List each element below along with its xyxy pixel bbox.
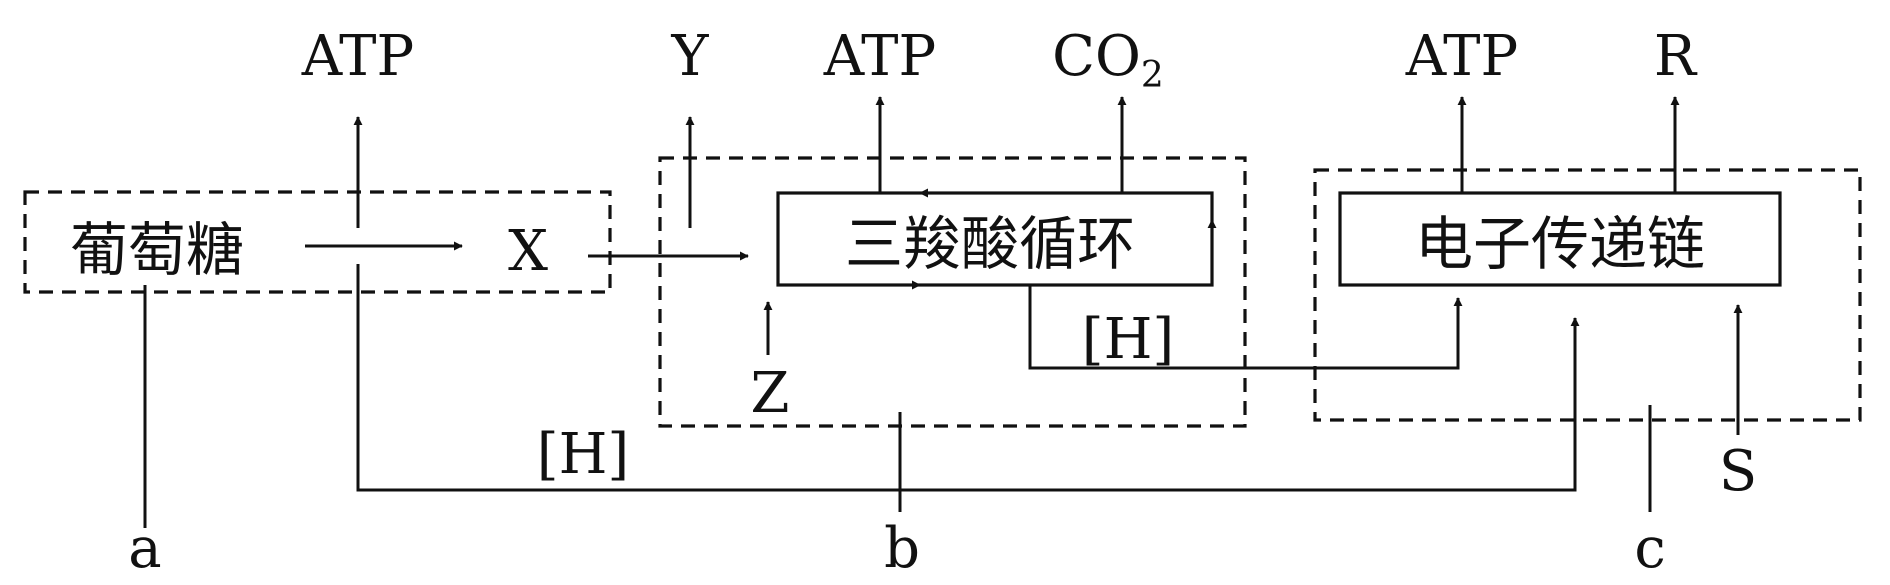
stage-c-label: c <box>1634 516 1665 581</box>
stage-b-box <box>658 156 1247 428</box>
s-label: S <box>1719 439 1757 504</box>
stage-c-box <box>1313 168 1862 422</box>
z-label: Z <box>751 361 790 426</box>
tca-cycle-label: 三羧酸循环 <box>845 210 1135 278</box>
arrow-h-glycolysis-to-etc <box>356 264 1580 492</box>
co2-subscript: 2 <box>1141 55 1164 96</box>
tca-cycle-box <box>776 191 1214 287</box>
y-label: Y <box>671 24 710 89</box>
h-label-tca: [H] <box>1082 307 1175 372</box>
glucose-label: 葡萄糖 <box>70 216 244 284</box>
arrow-h-tca-to-etc <box>1028 285 1463 370</box>
atp-label-b: ATP <box>823 24 936 89</box>
stage-a-box <box>23 190 612 294</box>
atp-label-a: ATP <box>301 24 414 89</box>
x-label: X <box>508 219 548 284</box>
etc-label: 电子传递链 <box>1415 210 1705 278</box>
co2-main: CO <box>1052 24 1141 89</box>
co2-label: CO2 <box>1052 24 1164 96</box>
h-label-glycolysis: [H] <box>537 422 630 487</box>
atp-label-c: ATP <box>1405 24 1518 89</box>
stage-b-label: b <box>884 516 920 581</box>
etc-box <box>1338 191 1782 287</box>
r-label: R <box>1654 24 1698 89</box>
